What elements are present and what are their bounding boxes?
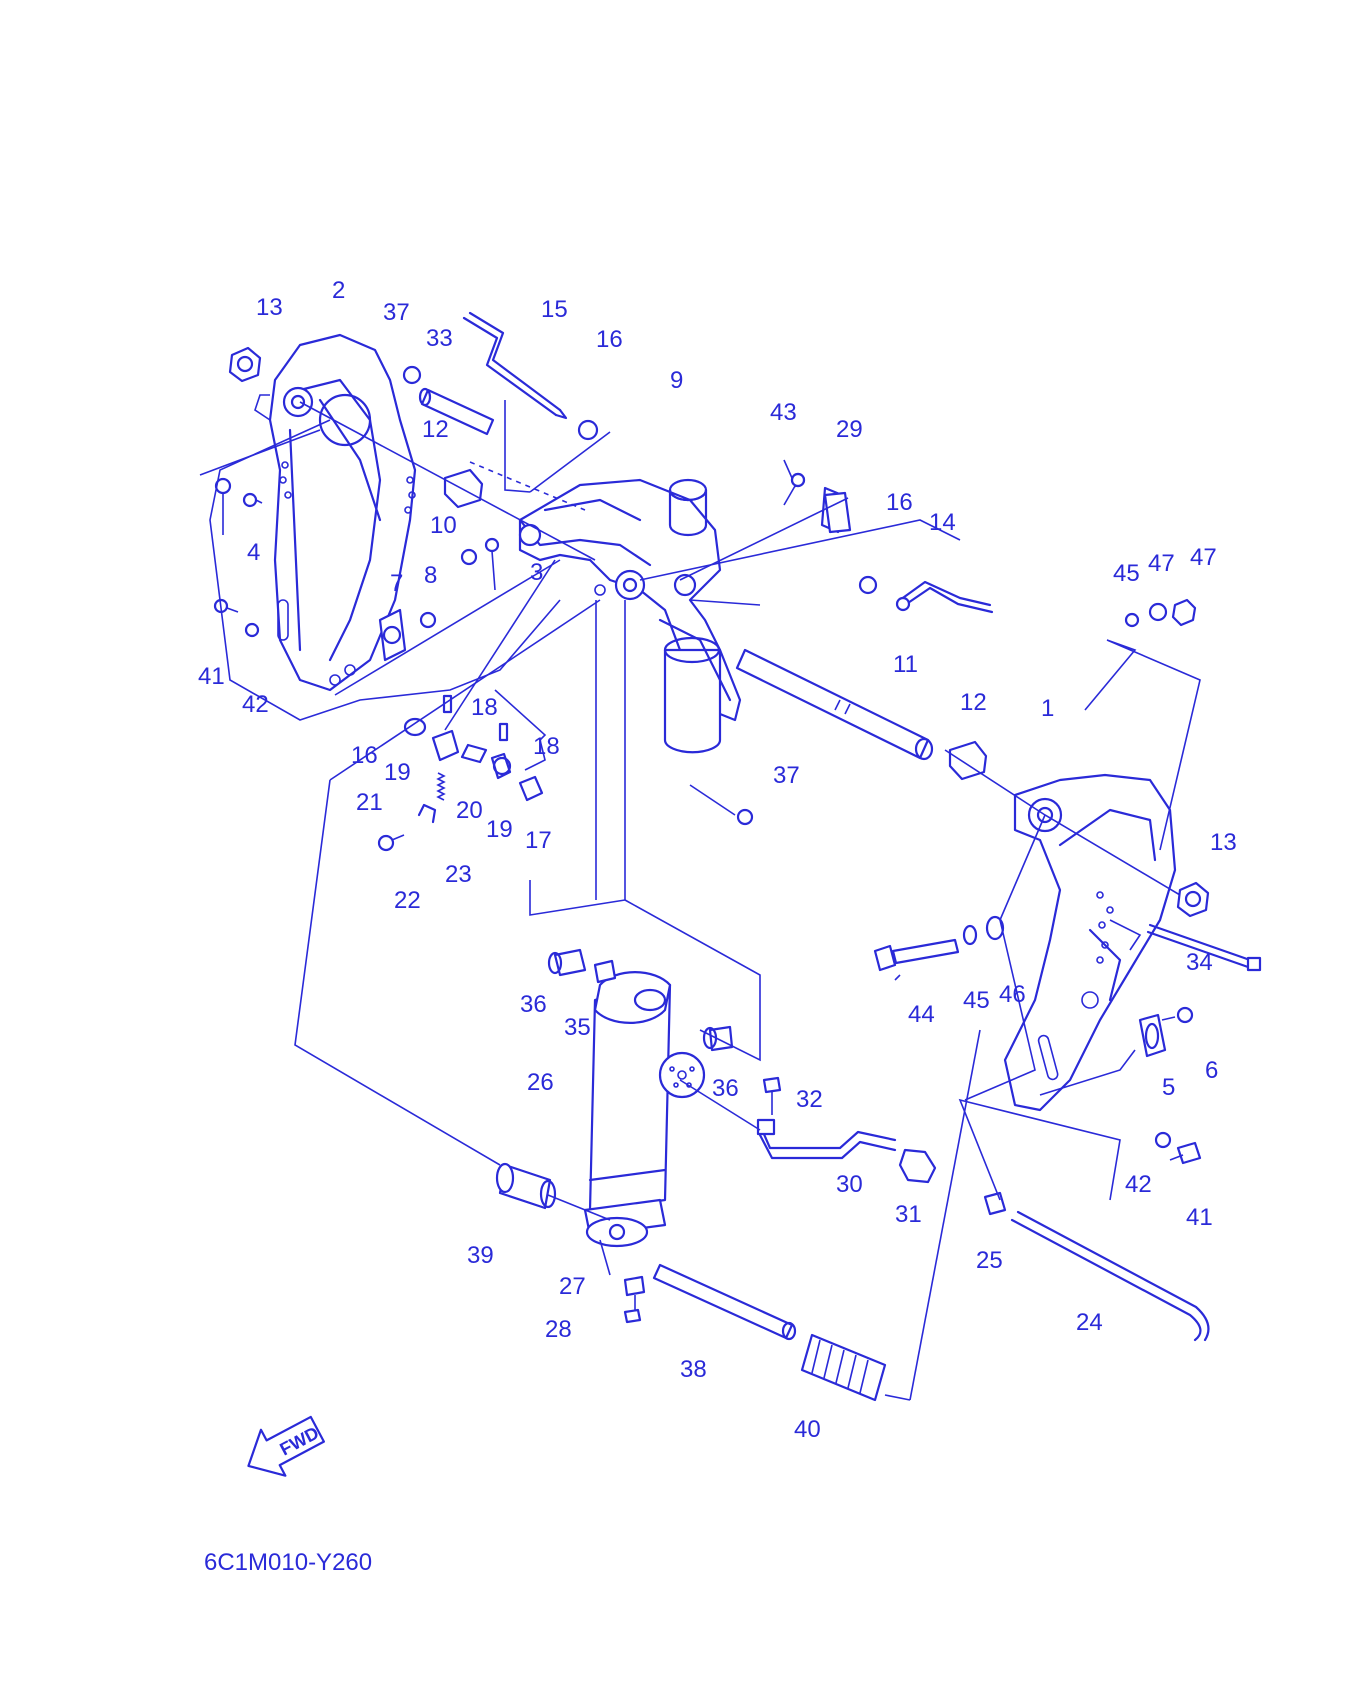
callout-label: 14 <box>929 509 956 536</box>
bolt-44 <box>873 938 960 972</box>
spring-40 <box>800 1333 887 1402</box>
callout-label: 2 <box>332 277 345 304</box>
callout-label: 15 <box>541 296 568 323</box>
callout-label: 45 <box>963 987 990 1014</box>
bolts-27-28 <box>623 1275 646 1324</box>
bolt-43 <box>783 472 806 506</box>
callout-label: 17 <box>525 827 552 854</box>
callout-label: 23 <box>445 861 472 888</box>
callout-label: 5 <box>1162 1074 1175 1101</box>
callout-label: 21 <box>356 789 383 816</box>
cap-25 <box>983 1191 1007 1216</box>
callout-label: 37 <box>383 299 410 326</box>
plate-29 <box>823 491 852 534</box>
rod-24 <box>1010 1210 1210 1342</box>
callout-labels: 1 2 3 4 5 6 7 8 9 10 11 12 12 13 13 14 1… <box>198 277 1237 1443</box>
callout-label: 38 <box>680 1356 707 1383</box>
callout-label: 39 <box>467 1242 494 1269</box>
pins-and-springs <box>377 694 544 852</box>
callout-label: 26 <box>527 1069 554 1096</box>
callout-label: 19 <box>384 759 411 786</box>
callout-label: 42 <box>1125 1171 1152 1198</box>
callout-label: 19 <box>486 816 513 843</box>
callout-label: 47 <box>1190 544 1217 571</box>
callout-label: 29 <box>836 416 863 443</box>
callout-label: 35 <box>564 1014 591 1041</box>
callout-label: 36 <box>520 991 547 1018</box>
swivel-bracket <box>518 478 742 754</box>
callout-label: 27 <box>559 1273 586 1300</box>
tilt-pin-38 <box>652 1263 797 1341</box>
tilt-lever-14 <box>895 580 994 614</box>
lever-30 <box>756 1118 897 1160</box>
callout-label: 12 <box>422 416 449 443</box>
washers-45-46 <box>962 915 1005 946</box>
callout-label: 22 <box>394 887 421 914</box>
callout-label: 7 <box>390 570 403 597</box>
tilt-cylinder <box>547 948 734 1248</box>
callout-label: 12 <box>960 689 987 716</box>
shaft-33 <box>418 387 495 436</box>
callout-label: 16 <box>596 326 623 353</box>
callout-label: 41 <box>1186 1204 1213 1231</box>
callout-label: 8 <box>424 562 437 589</box>
assembly-lines <box>199 400 1201 1401</box>
grip-31 <box>898 1148 937 1184</box>
callout-label: 34 <box>1186 949 1213 976</box>
callout-label: 18 <box>471 694 498 721</box>
callout-label: 18 <box>533 733 560 760</box>
bushing-39 <box>495 1162 557 1210</box>
callout-label: 42 <box>242 691 269 718</box>
tie-band-34 <box>1146 923 1262 972</box>
tilt-shaft-11 <box>735 648 934 761</box>
callout-label: 47 <box>1148 550 1175 577</box>
hardware-5-6 <box>1138 1006 1202 1165</box>
callout-label: 30 <box>836 1171 863 1198</box>
callout-label: 13 <box>256 294 283 321</box>
clamp-bracket-left <box>254 333 417 692</box>
callout-label: 40 <box>794 1416 821 1443</box>
callout-label: 13 <box>1210 829 1237 856</box>
bolt-32 <box>762 1076 782 1115</box>
callout-label: 46 <box>999 981 1026 1008</box>
callout-label: 24 <box>1076 1309 1103 1336</box>
fwd-direction-arrow: FWD <box>247 1415 325 1477</box>
small-hardware <box>213 346 1210 918</box>
callout-label: 11 <box>893 651 918 678</box>
callout-label: 1 <box>1041 695 1054 722</box>
callout-label: 28 <box>545 1316 572 1343</box>
callout-label: 25 <box>976 1247 1003 1274</box>
callout-label: 41 <box>198 663 225 690</box>
callout-label: 33 <box>426 325 453 352</box>
callout-label: 6 <box>1205 1057 1218 1084</box>
callout-label: 3 <box>530 559 543 586</box>
callout-label: 32 <box>796 1086 823 1113</box>
callout-label: 44 <box>908 1001 935 1028</box>
callout-label: 16 <box>886 489 913 516</box>
callout-label: 4 <box>247 539 260 566</box>
callout-label: 43 <box>770 399 797 426</box>
callout-label: 16 <box>351 742 378 769</box>
callout-label: 10 <box>430 512 457 539</box>
callout-label: 45 <box>1113 560 1140 587</box>
callout-label: 31 <box>895 1201 922 1228</box>
callout-label: 9 <box>670 367 683 394</box>
tilt-lever-15 <box>462 311 568 420</box>
callout-label: 36 <box>712 1075 739 1102</box>
clamp-bracket-right <box>1003 773 1177 1112</box>
drawing-code: 6C1M010-Y260 <box>204 1549 372 1576</box>
callout-label: 20 <box>456 797 483 824</box>
callout-label: 37 <box>773 762 800 789</box>
